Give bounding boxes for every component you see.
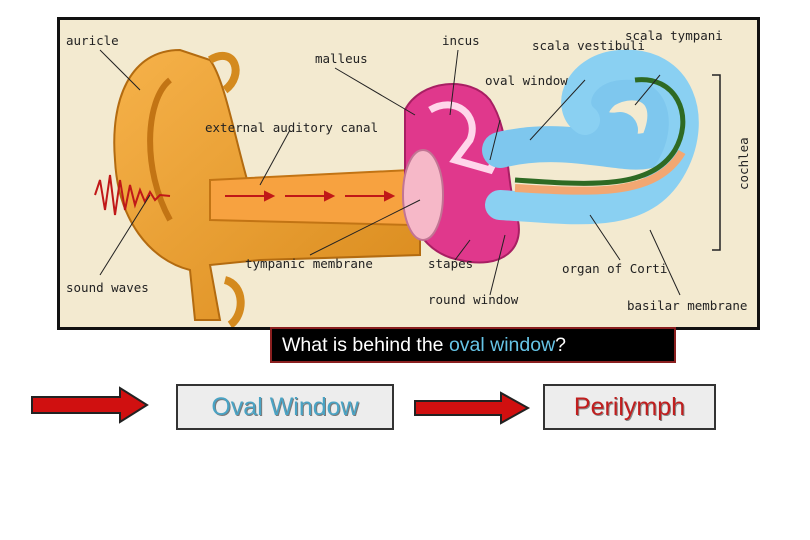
auricle-shape [113,48,421,321]
question-banner: What is behind the oval window? [270,327,676,363]
label-scala-tympani: scala tympani [625,28,723,43]
cochlear-duct [514,149,686,195]
label-basilar-membrane: basilar membrane [627,298,747,313]
flow-arrow-1 [31,386,149,424]
flow-step-oval-window: Oval Window [176,384,394,430]
label-incus: incus [442,33,480,48]
sound-waves-shape [94,174,171,216]
tympanic-membrane-shape [402,149,444,241]
label-organ-of-corti: organ of Corti [562,261,667,276]
label-scala-vestibuli: scala vestibuli [532,38,645,53]
ear-anatomy-diagram: auricle malleus incus scala vestibuli sc… [57,17,760,330]
label-oval-window: oval window [485,73,568,88]
flow-step-perilymph: Perilymph [543,384,716,430]
label-stapes: stapes [428,256,473,271]
auricle-inner-fold [147,77,173,222]
earlobe-bottom [223,276,245,327]
organ-of-corti-line [514,77,686,186]
auricle-top-curl [207,51,240,94]
cochlea-bracket [712,74,721,251]
flow-arrow-2 [414,391,531,425]
label-sound-waves: sound waves [66,280,149,295]
question-prefix: What is behind the [282,334,449,356]
label-auricle: auricle [66,33,119,48]
canal-arrows [225,190,396,202]
ear-anatomy-illustration: auricle malleus incus scala vestibuli sc… [60,20,757,327]
label-cochlea: cochlea [736,137,751,190]
question-suffix: ? [555,334,567,356]
label-external-auditory-canal: external auditory canal [205,120,378,135]
question-highlight: oval window [448,334,556,356]
external-auditory-canal [209,168,411,227]
label-malleus: malleus [315,51,368,66]
label-round-window: round window [428,292,519,307]
label-tympanic-membrane: tympanic membrane [245,256,373,271]
ossicles [428,101,504,175]
leader-lines [99,49,681,296]
